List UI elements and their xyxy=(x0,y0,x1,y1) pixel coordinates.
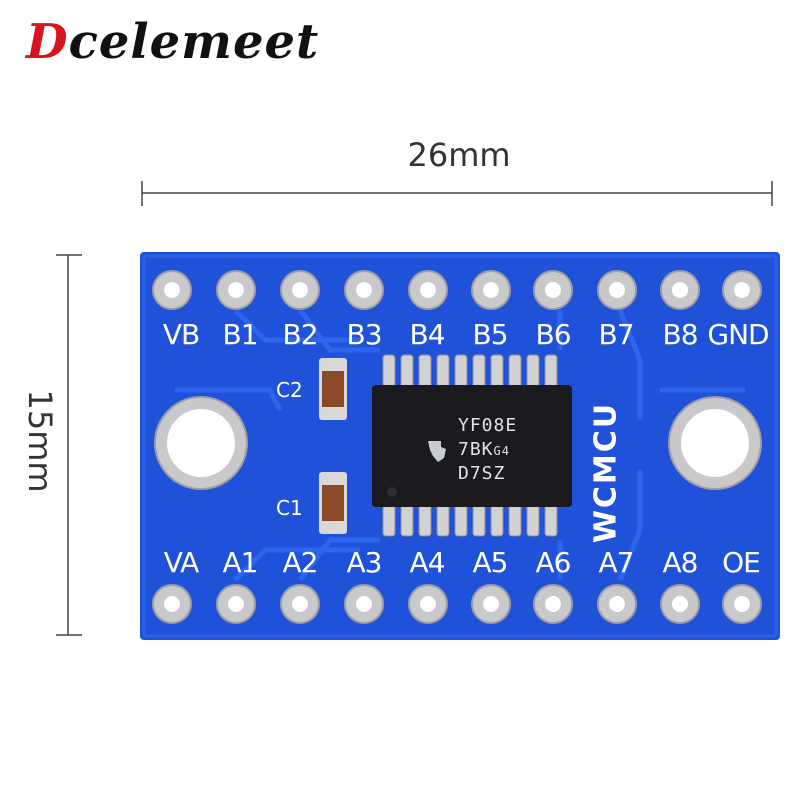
pin-label-a2: A2 xyxy=(282,546,319,579)
height-dimension-line xyxy=(56,254,82,636)
capacitor-label-c1: C1 xyxy=(276,496,303,520)
pin-label-b3: B3 xyxy=(346,318,382,351)
ti-logo-icon xyxy=(428,441,446,462)
pin-label-a7: A7 xyxy=(598,546,635,579)
brand-logo: Dcelemeet xyxy=(26,14,319,70)
brand-first-letter: D xyxy=(26,14,69,70)
pin-label-b4: B4 xyxy=(409,318,445,351)
pin-label-a4: A4 xyxy=(409,546,446,579)
chip-marking-line1: YF08E xyxy=(458,415,518,436)
pin-label-a8: A8 xyxy=(662,546,699,579)
capacitor-c2 xyxy=(319,358,347,420)
pin-label-a6: A6 xyxy=(535,546,572,579)
brand-rest: celemeet xyxy=(68,14,320,70)
chip-pins-bottom xyxy=(382,499,558,537)
height-dimension-label: 15mm xyxy=(21,389,59,493)
mounting-hole-right xyxy=(668,396,762,490)
chip-marking-suffix: G4 xyxy=(493,444,510,458)
pin-label-b8: B8 xyxy=(662,318,698,351)
pin-label-a5: A5 xyxy=(472,546,509,579)
pin-label-b2: B2 xyxy=(282,318,318,351)
width-dimension-line xyxy=(141,181,773,206)
pin-label-a3: A3 xyxy=(346,546,383,579)
bottom-pin-pads xyxy=(152,584,762,624)
pin-label-b1: B1 xyxy=(222,318,258,351)
pin-label-va: VA xyxy=(163,546,200,579)
capacitor-label-c2: C2 xyxy=(276,378,303,402)
chip-marking-line3: D7SZ xyxy=(458,463,506,484)
vertical-brand-label: WCMCU xyxy=(588,401,624,544)
width-dimension-label: 26mm xyxy=(407,136,511,174)
pin-label-oe: OE xyxy=(722,546,761,579)
mounting-hole-left xyxy=(154,396,248,490)
chip-marking-line2: 7BKG4 xyxy=(458,439,510,460)
pin-label-a1: A1 xyxy=(222,546,259,579)
pin-label-gnd: GND xyxy=(707,318,769,351)
pin-label-b5: B5 xyxy=(472,318,508,351)
capacitor-c1 xyxy=(319,472,347,534)
pin-label-b7: B7 xyxy=(598,318,634,351)
pcb-traces xyxy=(175,308,745,582)
pin-label-vb: VB xyxy=(162,318,200,351)
pin-label-b6: B6 xyxy=(535,318,571,351)
ic-chip xyxy=(372,385,572,507)
top-pin-pads xyxy=(152,270,762,310)
